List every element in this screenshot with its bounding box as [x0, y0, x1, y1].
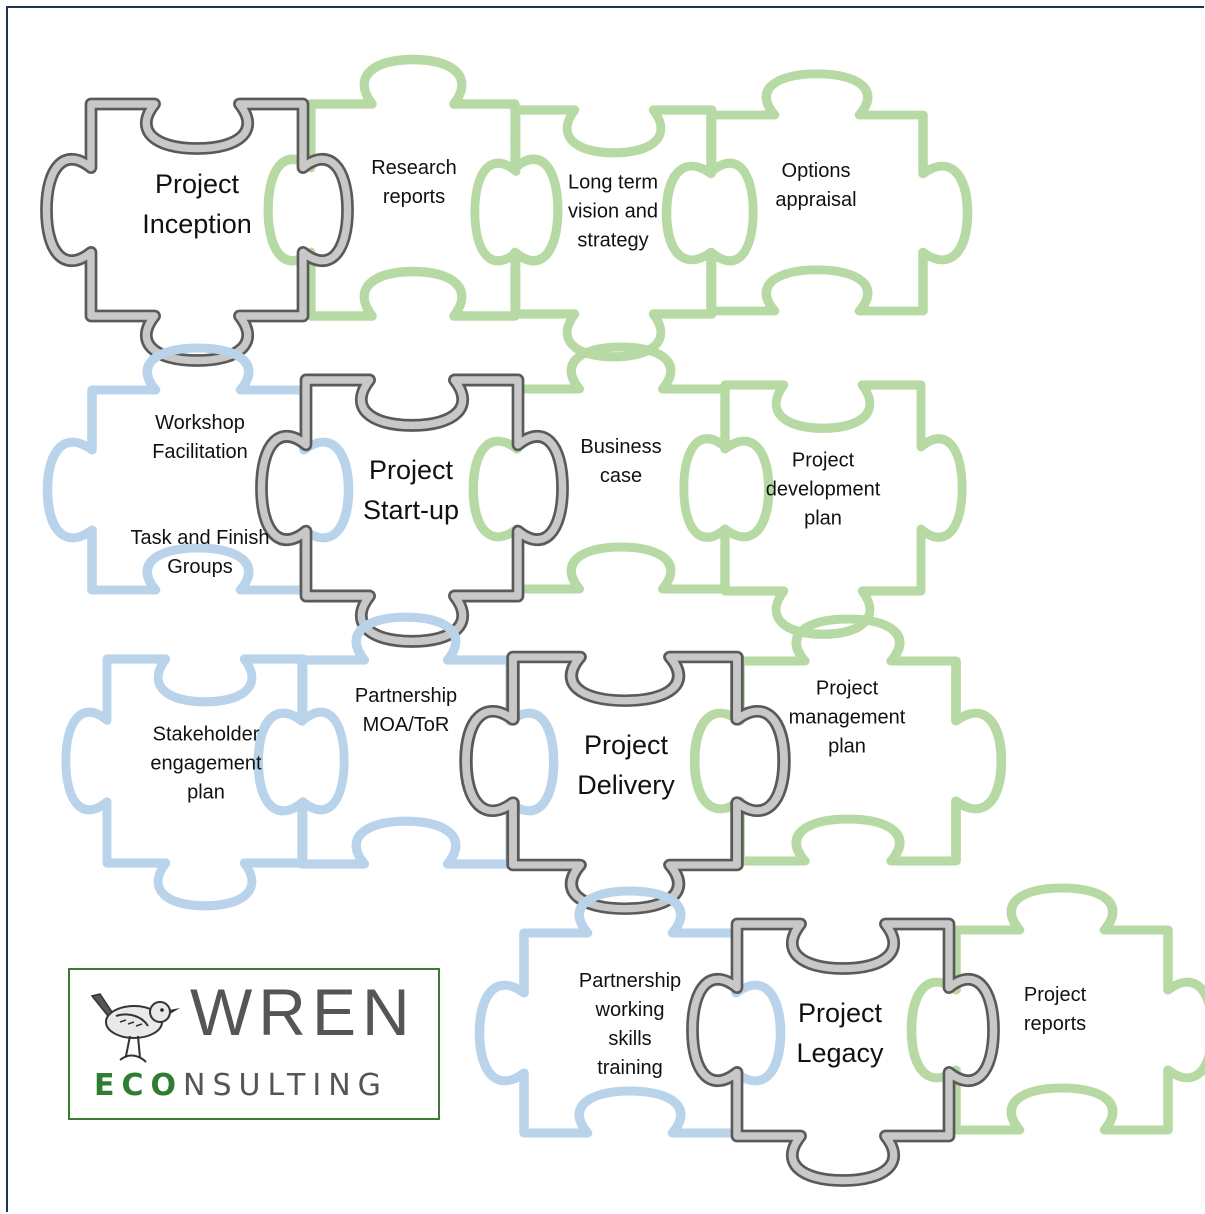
- research-reports-label: Research reports: [371, 157, 457, 208]
- project-development-label: Project development plan: [765, 449, 881, 530]
- task-and-finish-label: Task and Finish Groups: [130, 527, 270, 578]
- project-management-label: Project management plan: [788, 677, 906, 758]
- stakeholder-engagement-label: Stakeholder engagement plan: [150, 723, 262, 804]
- partnership-training-label: Partnership working skills training: [578, 970, 682, 1079]
- long-term-vision-label: Long term vision and strategy: [567, 171, 659, 252]
- options-appraisal-label: Options appraisal: [775, 160, 857, 211]
- diagram-frame: [6, 6, 1204, 1212]
- business-case-label: Business case: [580, 436, 662, 487]
- project-reports-label: Project reports: [1023, 984, 1087, 1035]
- partnership-moa-label: Partnership MOA/ToR: [354, 685, 458, 736]
- wren-econsulting-logo: WREN ECONSULTING: [68, 968, 440, 1120]
- logo-nsulting-part: NSULTING: [183, 1068, 388, 1103]
- logo-eco-part: ECO: [94, 1068, 184, 1103]
- project-startup-label: Project Start-up: [362, 455, 460, 525]
- logo-econsulting-text: ECONSULTING: [94, 1068, 388, 1103]
- project-inception-label: Project Inception: [142, 169, 252, 239]
- project-legacy-label: Project Legacy: [796, 998, 884, 1068]
- workshop-facilitation-label: Workshop Facilitation: [152, 412, 248, 463]
- wren-bird-icon: [90, 993, 180, 1063]
- logo-wren-text: WREN: [190, 975, 416, 1049]
- project-delivery-label: Project Delivery: [577, 730, 675, 800]
